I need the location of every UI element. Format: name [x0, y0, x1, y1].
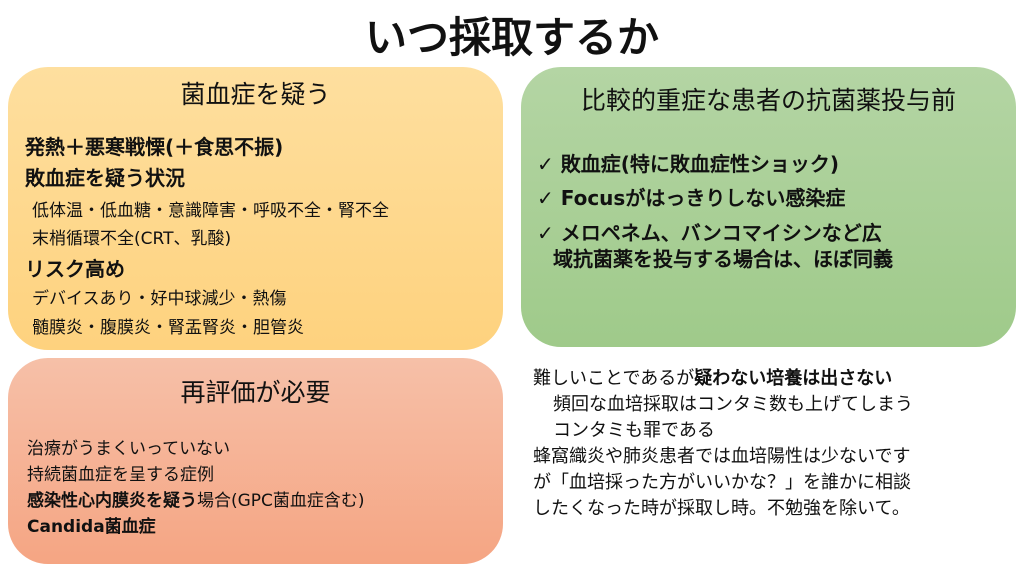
sepsis-suspect-box: 菌血症を疑う 発熱＋悪寒戦慄(＋食思不振) 敗血症を疑う状況 低体温・低血糖・意… [8, 67, 503, 350]
bold-text: 感染性心内膜炎を疑う [27, 491, 197, 511]
note-line: したくなった時が採取し時。不勉強を除いて。 [533, 498, 910, 519]
list-item: 低体温・低血糖・意識障害・呼吸不全・腎不全 [32, 201, 389, 221]
list-item: メロペネム、バンコマイシンなど広 [560, 221, 882, 245]
note-line: が「血培採った方がいいかな？」を誰かに相談 [533, 472, 911, 493]
list-item: 持続菌血症を呈する症例 [27, 465, 214, 485]
note-text-bold: 疑わない培養は出さない [694, 368, 893, 389]
box-title: 再評価が必要 [180, 378, 331, 407]
note-text: 難しいことであるが疑わない培養は出さない 頻回な血培採取はコンタミ数も上げてしま… [533, 366, 913, 522]
list-item: 末梢循環不全(CRT、乳酸) [32, 229, 232, 249]
list-item: Focusがはっきりしない感染症 [560, 186, 846, 210]
box-title: 比較的重症な患者の抗菌薬投与前 [580, 86, 956, 115]
list-item: Candida菌血症 [27, 517, 156, 537]
list-item: 敗血症を疑う状況 [25, 166, 185, 190]
note-text-normal: 難しいことであるが [533, 368, 695, 389]
list-item: 髄膜炎・腹膜炎・腎盂腎炎・胆管炎 [32, 318, 304, 338]
list-item: リスク高め [25, 257, 125, 281]
note-line: 頻回な血培採取はコンタミ数も上げてしまう [553, 394, 913, 415]
box-title: 菌血症を疑う [180, 80, 331, 109]
reevaluation-box: 再評価が必要 治療がうまくいっていない 持続菌血症を呈する症例 感染性心内膜炎を… [8, 358, 503, 564]
note-line: 蜂窩織炎や肺炎患者では血培陽性は少ないです [533, 446, 911, 467]
slide-title: いつ採取するか [364, 13, 659, 62]
check-icon: ✓ [537, 152, 554, 176]
list-item: 敗血症(特に敗血症性ショック) [560, 152, 840, 176]
check-icon: ✓ [537, 221, 554, 245]
check-icon: ✓ [537, 186, 554, 210]
list-item: デバイスあり・好中球減少・熱傷 [32, 289, 287, 309]
severe-patient-box: 比較的重症な患者の抗菌薬投与前 ✓ 敗血症(特に敗血症性ショック) ✓ Focu… [521, 67, 1016, 347]
note-line: コンタミも罪である [553, 420, 715, 441]
normal-text: 場合(GPC菌血症含む) [197, 491, 365, 511]
list-item-continuation: 域抗菌薬を投与する場合は、ほぼ同義 [553, 247, 893, 271]
list-item: 感染性心内膜炎を疑う場合(GPC菌血症含む) [27, 488, 365, 514]
list-item: 発熱＋悪寒戦慄(＋食思不振) [25, 135, 284, 159]
list-item: 治療がうまくいっていない [27, 439, 231, 459]
